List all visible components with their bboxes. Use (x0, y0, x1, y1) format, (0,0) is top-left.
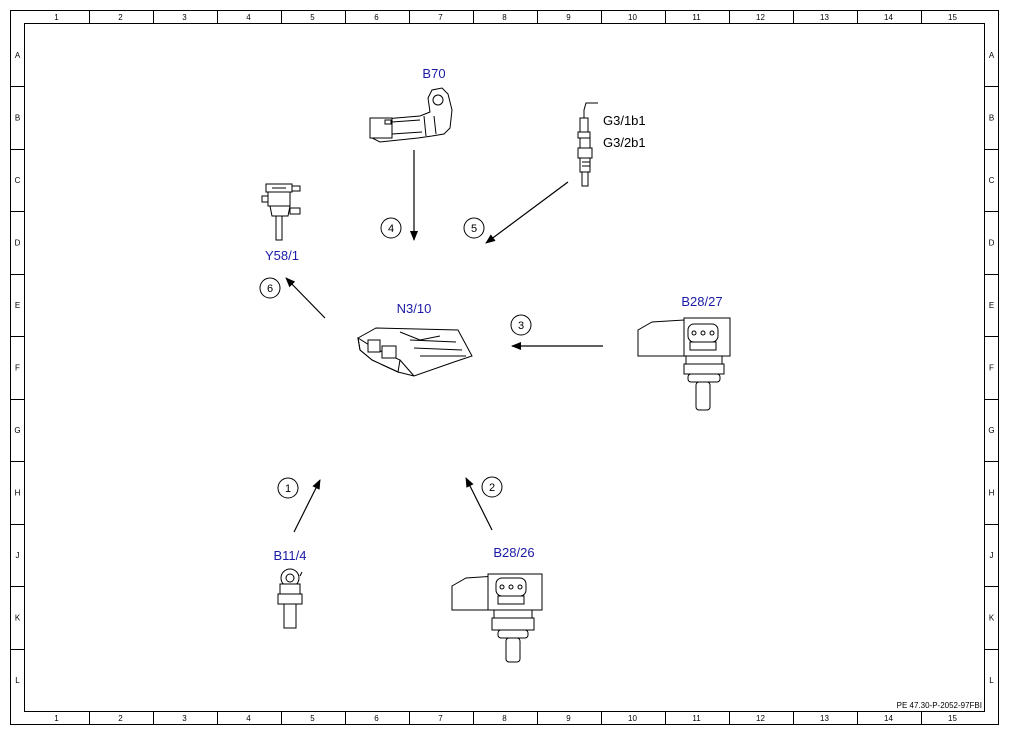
grid-col-label: 2 (118, 13, 123, 22)
signal-arrows (285, 150, 603, 533)
n3-10-label: N3/10 (397, 301, 432, 316)
grid-row-label: K (989, 614, 995, 623)
grid-row-label: C (15, 176, 21, 185)
grid-col-label: 13 (820, 13, 829, 22)
grid-row-label: H (989, 489, 995, 498)
grid-col-label: 8 (502, 13, 507, 22)
svg-text:2: 2 (489, 482, 495, 494)
grid-row-label: F (15, 364, 20, 373)
grid-row-label: L (989, 676, 994, 685)
b28-26-sensor-drawing (451, 573, 543, 663)
step-6: 6 (259, 277, 281, 299)
outer-border (10, 10, 999, 725)
grid-col-label: 12 (756, 714, 765, 723)
grid-col-label: 11 (692, 714, 701, 723)
grid-col-label: 2 (118, 714, 123, 723)
arrow-6 (285, 277, 326, 319)
grid-col-label: 4 (246, 13, 251, 22)
grid-col-label: 1 (54, 13, 59, 22)
document-code: PE 47.30-P-2052-97FBI (897, 701, 982, 710)
grid-col-label: 15 (948, 13, 957, 22)
grid-row-label: D (989, 238, 995, 247)
grid-col-label: 10 (628, 13, 637, 22)
grid-row-label: L (15, 676, 20, 685)
o2-sensor-drawing (577, 102, 598, 187)
arrow-5 (485, 181, 569, 244)
grid-col-label: 7 (438, 13, 443, 22)
g3-2b1-label: G3/2b1 (603, 135, 646, 150)
svg-text:4: 4 (388, 223, 394, 235)
step-3: 3 (510, 314, 532, 336)
grid-col-label: 1 (54, 714, 59, 723)
b11-4-label: B11/4 (273, 548, 306, 563)
grid-col-label: 6 (374, 13, 379, 22)
svg-text:5: 5 (471, 223, 477, 235)
grid-col-label: 3 (182, 714, 187, 723)
grid-col-label: 7 (438, 714, 443, 723)
arrow-1 (293, 479, 321, 533)
grid-col-label: 4 (246, 714, 251, 723)
grid-row-label: K (15, 614, 21, 623)
grid-row-label: C (989, 176, 995, 185)
b70-sensor-drawing (369, 87, 453, 143)
b11-4-sensor-drawing (277, 568, 303, 629)
grid-col-label: 6 (374, 714, 379, 723)
grid-row-label: F (989, 364, 994, 373)
inner-border (24, 23, 985, 712)
step-4: 4 (380, 217, 402, 239)
grid-row-label: J (16, 551, 20, 560)
grid-col-label: 5 (310, 714, 315, 723)
grid-col-label: 9 (566, 13, 571, 22)
grid-row-label: B (15, 113, 20, 122)
grid-row-label: B (989, 113, 994, 122)
grid-ticks (10, 10, 999, 725)
grid-col-label: 10 (628, 714, 637, 723)
grid-row-label: A (989, 51, 995, 60)
step-5: 5 (463, 217, 485, 239)
b28-26-label: B28/26 (493, 545, 534, 560)
step-1: 1 (277, 477, 299, 499)
svg-text:6: 6 (267, 283, 273, 295)
grid-col-label: 11 (692, 13, 701, 22)
grid-col-label: 12 (756, 13, 765, 22)
b28-27-label: B28/27 (681, 294, 722, 309)
grid-col-label: 15 (948, 714, 957, 723)
step-2: 2 (481, 476, 503, 498)
grid-row-label: G (988, 426, 994, 435)
grid-row-label: E (989, 301, 994, 310)
g3-1b1-label: G3/1b1 (603, 113, 646, 128)
svg-text:1: 1 (285, 483, 291, 495)
grid-col-label: 14 (884, 714, 893, 723)
y58-1-valve-drawing (261, 183, 301, 241)
n3-10-ecu-drawing (357, 327, 473, 377)
grid-row-label: E (15, 301, 20, 310)
y58-1-label: Y58/1 (265, 248, 299, 263)
grid-row-label: J (990, 551, 994, 560)
grid-col-label: 13 (820, 714, 829, 723)
grid-col-label: 8 (502, 714, 507, 723)
grid-col-label: 3 (182, 13, 187, 22)
b28-27-sensor-drawing (637, 317, 731, 411)
grid-row-label: D (15, 238, 21, 247)
grid-row-label: A (15, 51, 21, 60)
b70-label: B70 (422, 66, 445, 81)
grid-col-label: 14 (884, 13, 893, 22)
svg-text:3: 3 (518, 320, 524, 332)
arrow-2 (465, 477, 493, 531)
grid-row-label: G (14, 426, 20, 435)
grid-labels: 1122334455667788991010111112121313141415… (14, 13, 994, 723)
grid-col-label: 5 (310, 13, 315, 22)
grid-col-label: 9 (566, 714, 571, 723)
grid-row-label: H (15, 489, 21, 498)
